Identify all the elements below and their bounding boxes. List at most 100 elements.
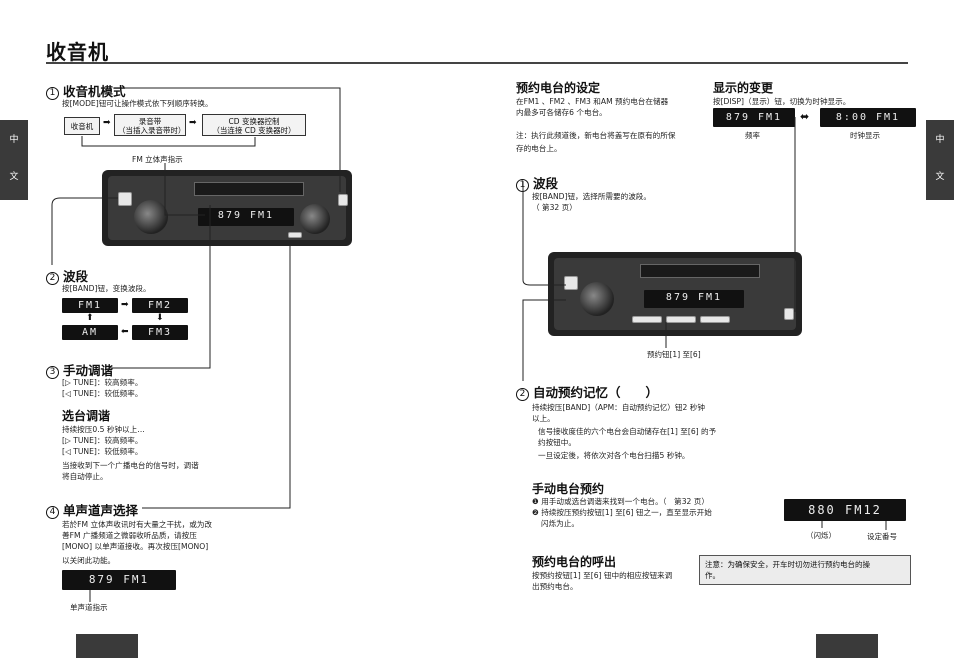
band-button[interactable] — [564, 276, 578, 290]
section-title: 单声道声选择 — [63, 503, 139, 518]
flow-radio: 收音机 — [64, 117, 100, 135]
band-select-line1: 按[BAND]钮，选择所需要的波段。 — [532, 192, 651, 201]
flow-arrow-icon: ➡ — [103, 118, 111, 128]
preset-buttons-caption: 预约钮[1] 至[6] — [647, 350, 701, 359]
preset-button[interactable] — [700, 316, 730, 323]
manual-step2b: 闪烁为止。 — [541, 519, 579, 528]
preset-button[interactable] — [666, 316, 696, 323]
fm-stereo-label: FM 立体声指示 — [132, 155, 183, 164]
preset-recall-heading: 预约电台的呼出 — [532, 555, 617, 569]
seek-tune-heading: 选台调谐 — [62, 409, 111, 423]
clock-caption: 时钟显示 — [850, 131, 880, 140]
band-fm2: FM2 — [132, 298, 188, 313]
manual-preset-display: 880 FM12 — [784, 499, 906, 521]
section-number: 4 — [46, 506, 59, 519]
flow-cd: CD 变换器控制 （当连接 CD 变换器时） — [202, 114, 306, 136]
section-radio-mode-heading: 1 收音机模式 — [46, 81, 126, 100]
callout-band-line — [51, 197, 118, 265]
side-tab-left-char2: 文 — [9, 172, 19, 182]
preset-line1: 在FM1 、FM2 、FM3 和AM 预约电台在储器 — [516, 97, 669, 106]
car-stereo-unit: 879 FM1 — [102, 170, 352, 246]
apm-line1: 持续按压[BAND]（APM：自动预约记忆）钮2 秒钟 — [532, 403, 705, 412]
callout-mono-line — [142, 242, 291, 509]
section-title: 手动调谐 — [63, 363, 114, 378]
band-arrow-down-icon: ⬇ — [156, 313, 164, 323]
tape-slot — [640, 264, 760, 278]
mono-line1: 若於FM 立体声收讯时有大量之干扰，或为改 — [62, 520, 213, 529]
apm-line2: 以上。 — [532, 414, 555, 423]
callout-mode-line — [125, 87, 341, 192]
mono-button[interactable] — [288, 232, 302, 238]
side-tab-right-char2: 文 — [935, 172, 945, 182]
preset-button[interactable] — [632, 316, 662, 323]
side-tab-left: 中 文 — [0, 120, 28, 200]
manual-tune-up: [▷ TUNE]：较高频率。 — [62, 378, 143, 387]
seek-line3: 当接收到下一个广播电台的信号时，调谐 — [62, 461, 199, 470]
section-title: 收音机模式 — [63, 84, 126, 99]
volume-knob[interactable] — [134, 200, 168, 234]
page-title: 收音机 — [46, 40, 109, 64]
band-fm3: FM3 — [132, 325, 188, 340]
flow-return-line — [81, 136, 256, 147]
band-arrow-right-icon: ➡ — [121, 300, 129, 310]
manual-tune-down: [◁ TUNE]：较低频率。 — [62, 389, 143, 398]
flow-arrow-icon: ➡ — [189, 118, 197, 128]
mono-line3: [MONO] 以单声道接收。再次按压[MONO] — [62, 542, 209, 551]
page-number-block-right — [816, 634, 878, 658]
manual-step2a: ❷ 持续按压预约按钮[1] 至[6] 钮之一，直至显示开始 — [532, 508, 712, 517]
mono-indicator-caption: 单声道指示 — [70, 603, 108, 612]
section-number: 2 — [516, 388, 529, 401]
section-number: 2 — [46, 272, 59, 285]
mono-line2: 善FM 广播频道之微弱收听品质，请按压 — [62, 531, 197, 540]
band-button[interactable] — [338, 194, 348, 206]
display-clock: 8:00 FM1 — [820, 108, 916, 127]
tune-knob[interactable] — [300, 204, 330, 234]
band-text: 按[BAND]钮，变换波段。 — [62, 284, 151, 293]
apm-sub3: 一旦设定後，将依次对各个电台扫描5 秒钟。 — [538, 451, 690, 460]
safety-note: 注意：为确保安全，开车时切勿进行预约电台的操 作。 — [699, 555, 911, 585]
band-arrow-left-icon: ⬅ — [121, 327, 129, 337]
recall-line2: 出预约电台。 — [532, 582, 578, 591]
page-number-block-left — [76, 634, 138, 658]
manual-step1: ❶ 用手动或选台调谐来找到一个电台。（ 第32 页） — [532, 497, 709, 506]
side-tab-right-char1: 中 — [935, 135, 945, 145]
apm-sub2: 约按钮中。 — [538, 438, 576, 447]
seek-line1: [▷ TUNE]：较高频率。 — [62, 436, 143, 445]
tape-slot — [194, 182, 304, 196]
disp-button[interactable] — [784, 308, 794, 320]
callout-band-select-line — [522, 181, 566, 286]
main-display: 879 FM1 — [198, 208, 294, 226]
seek-line4: 将自动停止。 — [62, 472, 108, 481]
section-number: 1 — [46, 87, 59, 100]
frequency-caption: 频率 — [745, 131, 760, 140]
mode-button[interactable] — [118, 192, 132, 206]
main-display: 879 FM1 — [644, 290, 744, 308]
section-number: 3 — [46, 366, 59, 379]
section-title: 波段 — [533, 176, 559, 191]
car-stereo-unit-presets: 879 FM1 — [548, 252, 802, 336]
flow-tape: 录音带 （当插入录音带时） — [114, 114, 186, 136]
recall-line1: 按预约按钮[1] 至[6] 钮中的相应按钮来调 — [532, 571, 673, 580]
display-switch-icon: ⬌ — [800, 110, 810, 123]
callout-apm-line — [522, 299, 566, 381]
manual-preset-heading: 手动电台预约 — [532, 482, 605, 496]
callout-stereo-line — [164, 163, 205, 216]
display-frequency: 879 FM1 — [713, 108, 795, 127]
preset-note2: 存的电台上。 — [516, 144, 562, 153]
band-fm1: FM1 — [62, 298, 118, 313]
seek-line0: 持续按压0.5 秒钟以上… — [62, 425, 145, 434]
callout-tune-line — [110, 205, 211, 369]
title-rule — [46, 62, 908, 64]
display-change-text: 按[DISP]（显示）钮，切换为时钟显示。 — [713, 97, 851, 106]
side-tab-left-char1: 中 — [9, 135, 19, 145]
apm-sub1: 信号接收度佳的六个电台会自动储存在[1] 至[6] 的予 — [538, 427, 717, 436]
volume-knob[interactable] — [580, 282, 614, 316]
section-manual-tune-heading: 3 手动调谐 — [46, 360, 113, 379]
safety-note-line2: 作。 — [705, 571, 720, 580]
preset-setting-heading: 预约电台的设定 — [516, 81, 601, 95]
section-mono-heading: 4 单声道声选择 — [46, 500, 138, 519]
